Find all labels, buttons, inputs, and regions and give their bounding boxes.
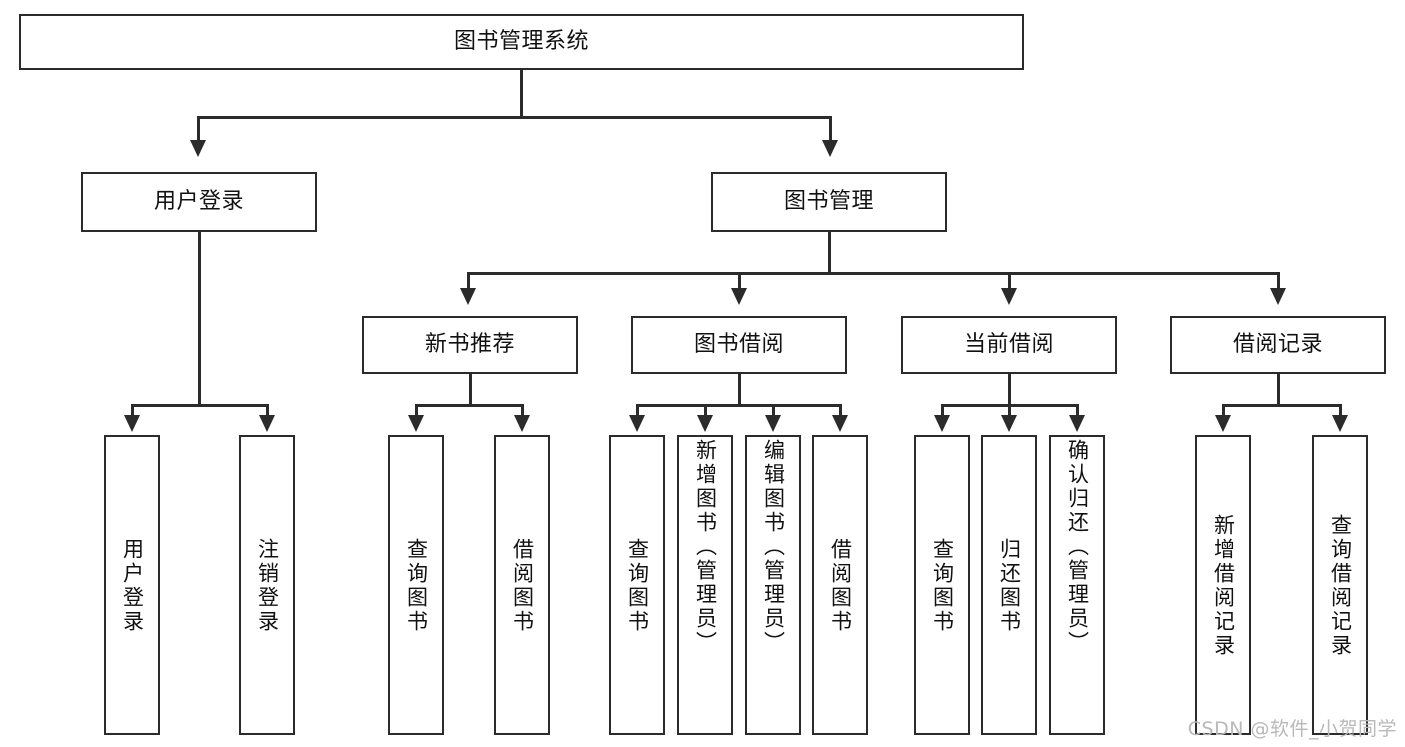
arrow-to-user-login	[190, 140, 206, 157]
node-new-book-recommend-label: 新书推荐	[424, 332, 515, 358]
connector-bb-leaf-2	[704, 404, 707, 418]
connector-borrow-record-bus	[1222, 404, 1341, 407]
leaf-confirm-return-label: 确认归还（管理员）	[1065, 439, 1090, 655]
leaf-borrow-book-2[interactable]: 借阅图书	[812, 435, 868, 735]
leaf-query-record-label: 查询借阅记录	[1328, 514, 1353, 658]
node-book-borrow-label: 图书借阅	[693, 332, 784, 358]
arrow-leaf-query-book-1	[408, 415, 424, 432]
connector-level2-bus	[467, 272, 1279, 275]
leaf-edit-book[interactable]: 编辑图书（管理员）	[745, 435, 801, 735]
leaf-edit-book-label: 编辑图书（管理员）	[761, 439, 786, 655]
leaf-user-login-label: 用户登录	[120, 538, 145, 634]
connector-br-leaf-1	[1222, 404, 1225, 418]
arrow-leaf-user-logout	[259, 415, 275, 432]
arrow-leaf-user-login	[124, 415, 140, 432]
connector-new-book-recommend-stem	[469, 374, 472, 406]
leaf-borrow-book-1-label: 借阅图书	[510, 538, 535, 634]
node-user-login[interactable]: 用户登录	[81, 172, 317, 232]
leaf-query-record[interactable]: 查询借阅记录	[1312, 435, 1368, 735]
arrow-leaf-borrow-book-1	[514, 415, 530, 432]
connector-user-login-bus	[131, 404, 268, 407]
arrow-leaf-add-book	[697, 415, 713, 432]
leaf-confirm-return[interactable]: 确认归还（管理员）	[1049, 435, 1105, 735]
connector-user-login-leaf-2	[266, 404, 269, 418]
arrow-leaf-edit-book	[765, 415, 781, 432]
leaf-borrow-book-1[interactable]: 借阅图书	[494, 435, 550, 735]
connector-to-book-management	[829, 116, 832, 142]
leaf-add-book-label: 新增图书（管理员）	[693, 439, 718, 655]
connector-bb-leaf-3	[772, 404, 775, 418]
connector-root-stem	[520, 70, 523, 118]
node-borrow-record[interactable]: 借阅记录	[1170, 316, 1386, 374]
arrow-leaf-return-book	[1001, 415, 1017, 432]
connector-bb-leaf-4	[839, 404, 842, 418]
connector-level1-bus	[197, 116, 832, 119]
connector-book-borrow-bus	[636, 404, 841, 407]
leaf-user-logout-label: 注销登录	[255, 538, 280, 634]
connector-cb-leaf-2	[1008, 404, 1011, 418]
connector-nbr-leaf-1	[415, 404, 418, 418]
leaf-query-book-1-label: 查询图书	[404, 538, 429, 634]
leaf-return-book-label: 归还图书	[997, 538, 1022, 634]
node-book-management-label: 图书管理	[783, 189, 874, 215]
arrow-leaf-query-book-2	[629, 415, 645, 432]
node-borrow-record-label: 借阅记录	[1232, 332, 1323, 358]
connector-bb-leaf-1	[636, 404, 639, 418]
connector-book-borrow-stem	[738, 374, 741, 406]
arrow-to-new-book-recommend	[460, 288, 476, 305]
leaf-borrow-book-2-label: 借阅图书	[828, 538, 853, 634]
node-root-label: 图书管理系统	[453, 29, 589, 55]
arrow-leaf-query-record	[1332, 415, 1348, 432]
connector-to-user-login	[197, 116, 200, 142]
connector-book-management-stem	[828, 232, 831, 274]
leaf-add-book[interactable]: 新增图书（管理员）	[677, 435, 733, 735]
leaf-query-book-3-label: 查询图书	[930, 538, 955, 634]
arrow-to-book-borrow	[731, 288, 747, 305]
leaf-query-book-3[interactable]: 查询图书	[914, 435, 970, 735]
leaf-query-book-2[interactable]: 查询图书	[609, 435, 665, 735]
connector-to-book-borrow	[738, 272, 741, 290]
connector-user-login-stem	[198, 232, 201, 406]
arrow-leaf-add-record	[1215, 415, 1231, 432]
arrow-to-borrow-record	[1270, 288, 1286, 305]
connector-user-login-leaf-1	[131, 404, 134, 418]
node-user-login-label: 用户登录	[153, 189, 244, 215]
leaf-return-book[interactable]: 归还图书	[981, 435, 1037, 735]
connector-current-borrow-stem	[1008, 374, 1011, 406]
arrow-leaf-borrow-book-2	[832, 415, 848, 432]
node-book-management[interactable]: 图书管理	[711, 172, 947, 232]
arrow-to-book-management	[822, 140, 838, 157]
connector-to-borrow-record	[1277, 272, 1280, 290]
connector-nbr-leaf-2	[521, 404, 524, 418]
connector-new-book-recommend-bus	[415, 404, 523, 407]
arrow-leaf-query-book-3	[934, 415, 950, 432]
leaf-query-book-2-label: 查询图书	[625, 538, 650, 634]
node-new-book-recommend[interactable]: 新书推荐	[362, 316, 578, 374]
connector-cb-leaf-3	[1076, 404, 1079, 418]
leaf-add-record-label: 新增借阅记录	[1211, 514, 1236, 658]
connector-to-current-borrow	[1008, 272, 1011, 290]
node-book-borrow[interactable]: 图书借阅	[631, 316, 847, 374]
connector-to-new-book-recommend	[467, 272, 470, 290]
connector-borrow-record-stem	[1277, 374, 1280, 406]
node-current-borrow-label: 当前借阅	[963, 332, 1054, 358]
node-root[interactable]: 图书管理系统	[19, 14, 1024, 70]
leaf-add-record[interactable]: 新增借阅记录	[1195, 435, 1251, 735]
leaf-user-logout[interactable]: 注销登录	[239, 435, 295, 735]
arrow-to-current-borrow	[1001, 288, 1017, 305]
connector-cb-leaf-1	[941, 404, 944, 418]
leaf-query-book-1[interactable]: 查询图书	[388, 435, 444, 735]
arrow-leaf-confirm-return	[1069, 415, 1085, 432]
connector-br-leaf-2	[1339, 404, 1342, 418]
node-current-borrow[interactable]: 当前借阅	[901, 316, 1117, 374]
leaf-user-login[interactable]: 用户登录	[104, 435, 160, 735]
